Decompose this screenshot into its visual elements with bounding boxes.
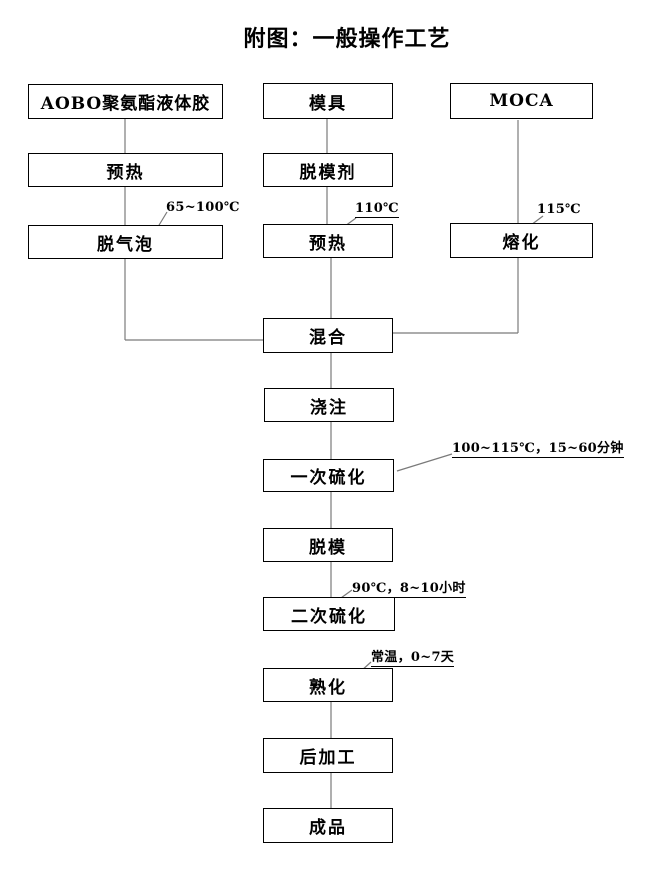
annotation-mold-preheat-temp: 110℃ (355, 201, 399, 219)
node-pour: 浇注 (264, 388, 394, 422)
node-degas: 脱气泡 (28, 225, 223, 259)
node-melt: 熔化 (450, 223, 593, 258)
node-demold: 脱模 (263, 528, 393, 562)
page-title: 附图：一般操作工艺 (243, 26, 451, 52)
node-post-processing: 后加工 (263, 738, 393, 773)
node-mold: 模具 (263, 83, 393, 119)
node-mix: 混合 (263, 318, 393, 353)
node-preheat-mold: 预热 (263, 224, 393, 258)
annotation-first-cure-condition: 100~115℃，15~60分钟 (452, 441, 624, 459)
node-finished-product: 成品 (263, 808, 393, 843)
node-release-agent: 脱模剂 (263, 153, 393, 187)
leader-first-cure-condition (396, 453, 453, 472)
node-first-cure: 一次硫化 (263, 459, 394, 492)
annotation-second-cure-condition: 90℃，8~10小时 (352, 581, 466, 599)
node-moca: MOCA (450, 83, 593, 119)
node-aobo-polyurethane-glue: AOBO聚氨酯液体胶 (28, 84, 223, 119)
node-aging: 熟化 (263, 668, 393, 702)
annotation-aging-condition: 常温，0~7天 (371, 650, 455, 668)
node-preheat-glue: 预热 (28, 153, 223, 187)
annotation-melt-temp: 115℃ (537, 202, 581, 217)
node-second-cure: 二次硫化 (263, 597, 395, 631)
annotation-degas-temp: 65~100℃ (166, 200, 240, 215)
